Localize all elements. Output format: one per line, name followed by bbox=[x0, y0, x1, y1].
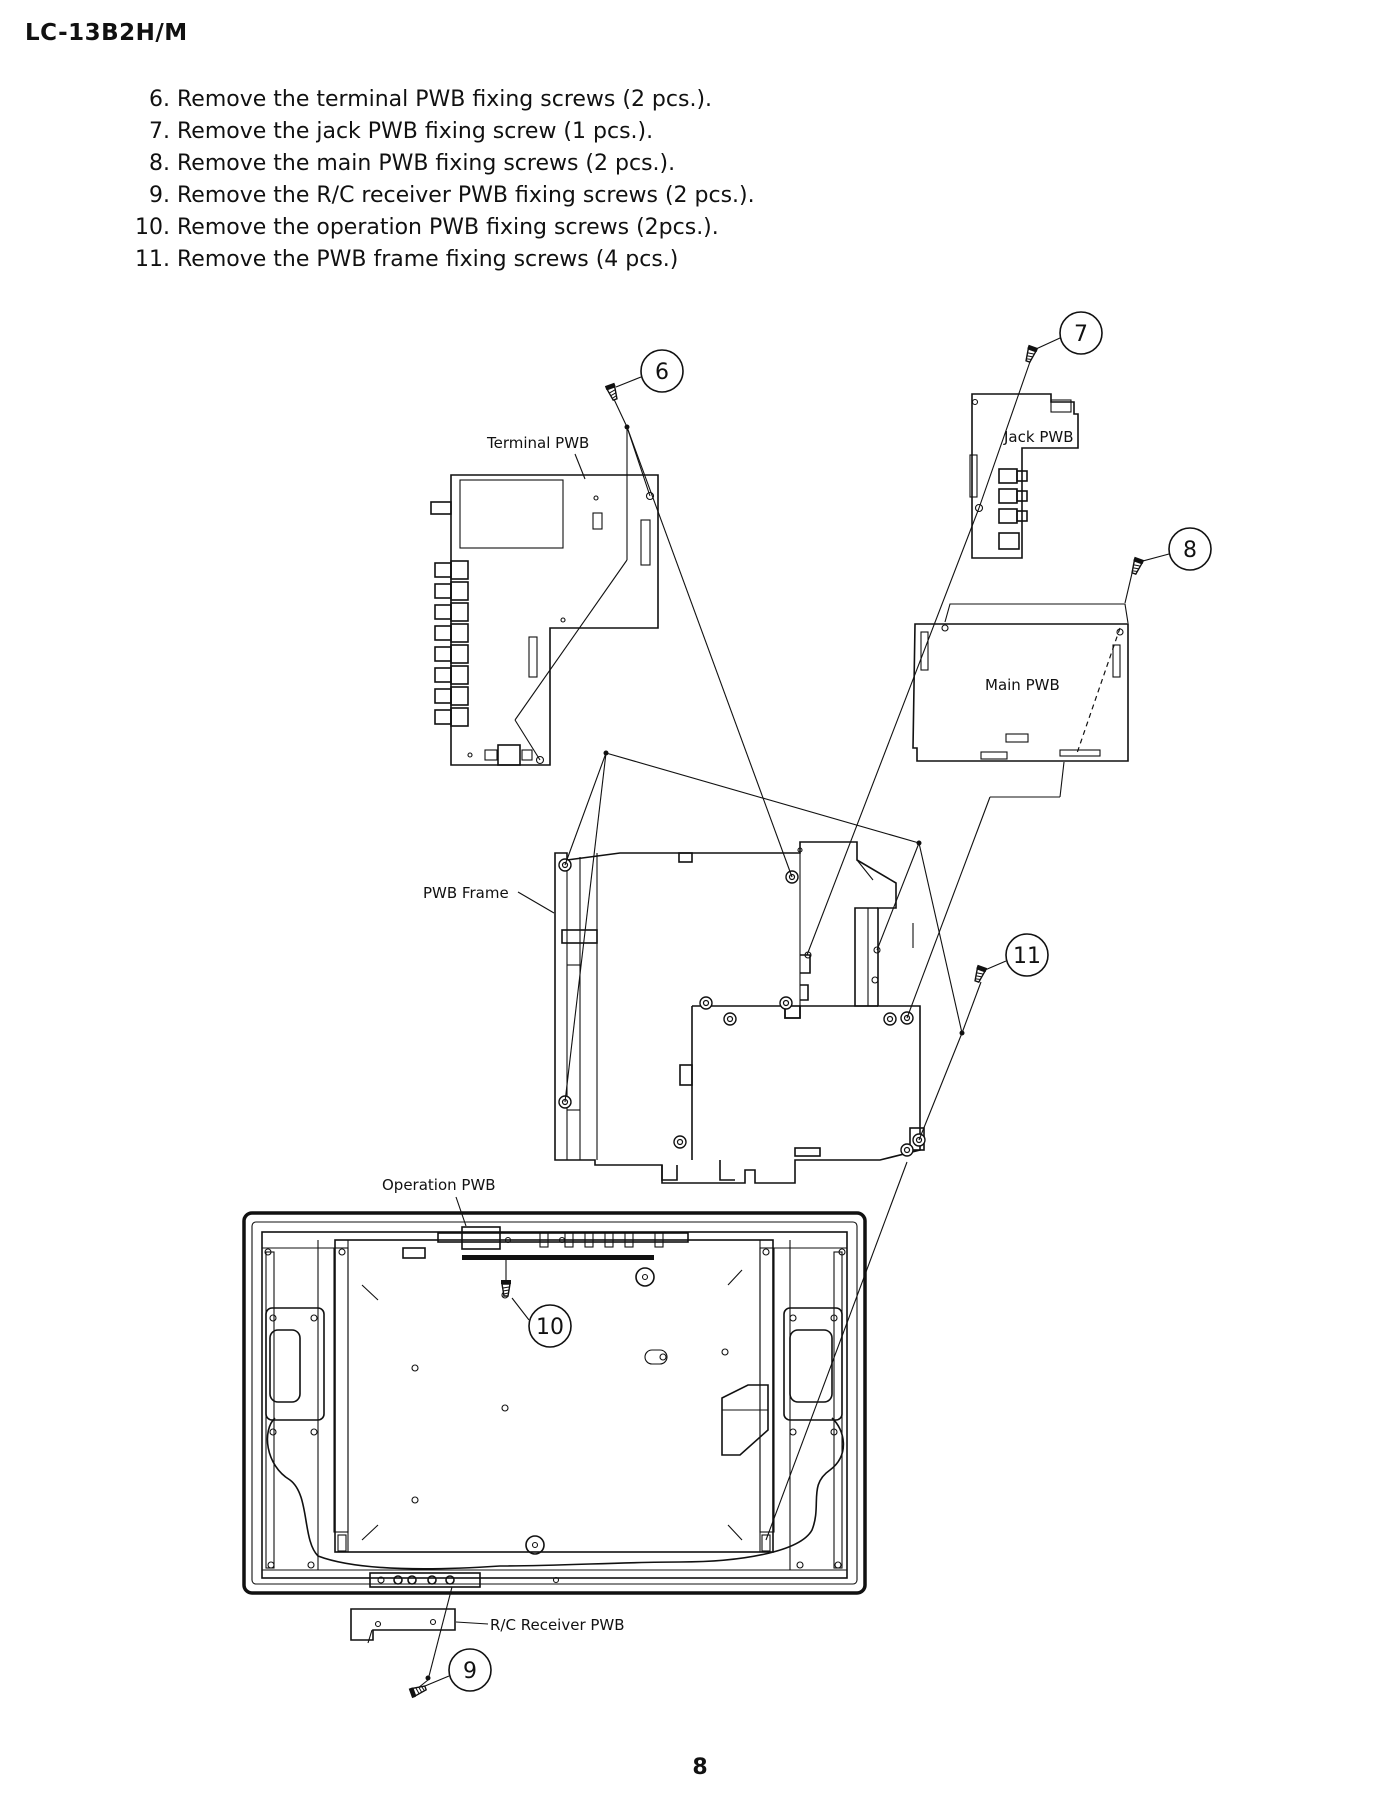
callout-11-number: 11 bbox=[1013, 944, 1041, 969]
step-8: 8. Remove the main PWB fixing screws (2 p… bbox=[120, 148, 755, 180]
operation-pwb-label: Operation PWB bbox=[382, 1176, 496, 1194]
callout-8: 8 bbox=[1142, 527, 1212, 571]
terminal-jacks bbox=[434, 560, 469, 727]
rc-receiver-pwb bbox=[350, 1608, 456, 1644]
callout-6-number: 6 bbox=[655, 360, 669, 385]
pwb-frame bbox=[554, 841, 926, 1184]
model-number: LC-13B2H/M bbox=[25, 20, 188, 46]
step-text: Remove the PWB frame fixing screws (4 pc… bbox=[177, 247, 679, 272]
callout-6: 6 bbox=[615, 349, 684, 393]
page-number: 8 bbox=[692, 1755, 708, 1780]
callout-9-number: 9 bbox=[463, 1659, 477, 1684]
main-pwb-label: Main PWB bbox=[985, 676, 1060, 694]
operation-pwb bbox=[437, 1226, 689, 1260]
step-text: Remove the R/C receiver PWB fixing screw… bbox=[177, 183, 755, 208]
callout-7-number: 7 bbox=[1074, 322, 1088, 347]
step-number: 7. bbox=[149, 119, 170, 144]
step-number: 6. bbox=[149, 87, 170, 112]
step-text: Remove the jack PWB fixing screw (1 pcs.… bbox=[177, 119, 654, 144]
screw-icon bbox=[971, 964, 988, 984]
jack-pwb-label: Jack PWB bbox=[1003, 428, 1074, 446]
leader-lines bbox=[417, 355, 1134, 1689]
step-text: Remove the operation PWB fixing screws (… bbox=[177, 215, 719, 240]
terminal-pwb bbox=[430, 474, 659, 766]
instruction-list: 6. Remove the terminal PWB fixing screws … bbox=[120, 84, 755, 276]
rc-receiver-pwb-label: R/C Receiver PWB bbox=[490, 1616, 625, 1634]
callout-11: 11 bbox=[984, 933, 1049, 977]
step-number: 10. bbox=[135, 215, 170, 240]
screw-icon bbox=[1128, 556, 1145, 576]
main-pwb bbox=[912, 603, 1129, 762]
step-7: 7. Remove the jack PWB fixing screw (1 pc… bbox=[120, 116, 755, 148]
step-10: 10. Remove the operation PWB fixing screw… bbox=[120, 212, 755, 244]
main-chassis bbox=[242, 1211, 867, 1595]
screw-icon bbox=[1022, 344, 1039, 364]
terminal-pwb-label: Terminal PWB bbox=[486, 434, 589, 452]
callout-10-number: 10 bbox=[536, 1315, 564, 1340]
step-11: 11. Remove the PWB frame fixing screws (4… bbox=[120, 244, 755, 276]
screw-icon bbox=[408, 1682, 428, 1699]
step-number: 9. bbox=[149, 183, 170, 208]
step-text: Remove the main PWB fixing screws (2 pcs… bbox=[177, 151, 676, 176]
step-number: 8. bbox=[149, 151, 170, 176]
step-number: 11. bbox=[135, 247, 170, 272]
step-9: 9. Remove the R/C receiver PWB fixing scr… bbox=[120, 180, 755, 212]
jack-pwb bbox=[969, 393, 1079, 559]
callout-9: 9 bbox=[424, 1648, 492, 1692]
callout-8-number: 8 bbox=[1183, 538, 1197, 563]
pwb-frame-label: PWB Frame bbox=[423, 884, 509, 902]
screw-icon bbox=[604, 382, 621, 402]
step-text: Remove the terminal PWB fixing screws (2… bbox=[177, 87, 713, 112]
callout-7: 7 bbox=[1035, 311, 1103, 355]
callout-10: 10 bbox=[511, 1297, 572, 1348]
right-speaker bbox=[783, 1307, 843, 1436]
left-speaker bbox=[265, 1307, 325, 1436]
step-6: 6. Remove the terminal PWB fixing screws … bbox=[120, 84, 755, 116]
